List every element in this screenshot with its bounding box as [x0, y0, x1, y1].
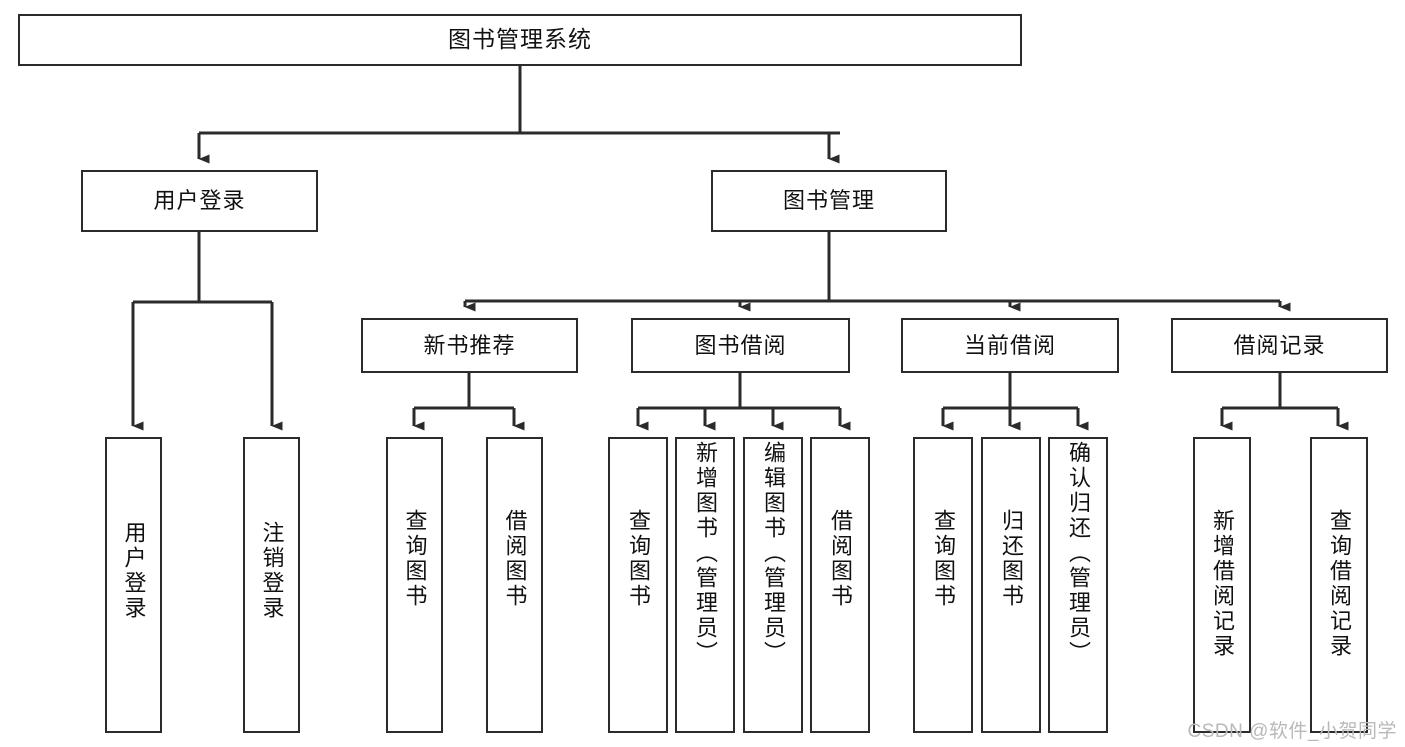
node-label: 图书借阅 [694, 332, 787, 358]
csdn-watermark: CSDN @软件_小贺同学 [1187, 721, 1397, 742]
leaf-user-login[interactable]: 用户登录 [105, 437, 162, 733]
leaf-borrow-book[interactable]: 借阅图书 [810, 437, 870, 733]
node-book-borrow[interactable]: 图书借阅 [631, 318, 850, 373]
node-label: 当前借阅 [963, 332, 1056, 358]
node-label: 查询图书 [402, 509, 428, 609]
node-label: 归还图书 [999, 509, 1024, 609]
leaf-borrow-book-recommend[interactable]: 借阅图书 [486, 437, 543, 733]
leaf-query-borrow-record[interactable]: 查询借阅记录 [1310, 437, 1368, 733]
node-current-borrow[interactable]: 当前借阅 [901, 318, 1119, 373]
node-book-management[interactable]: 图书管理 [711, 170, 947, 232]
leaf-confirm-return-admin[interactable]: 确认归还（管理员） [1048, 437, 1108, 733]
leaf-add-book-admin[interactable]: 新增图书（管理员） [675, 437, 735, 733]
node-label: 新增图书（管理员） [693, 441, 718, 666]
node-label: 图书管理 [782, 188, 875, 214]
node-label: 确认归还（管理员） [1066, 441, 1091, 666]
leaf-return-book[interactable]: 归还图书 [981, 437, 1041, 733]
leaf-edit-book-admin[interactable]: 编辑图书（管理员） [743, 437, 803, 733]
node-label: 查询借阅记录 [1327, 509, 1352, 659]
node-label: 借阅记录 [1233, 332, 1326, 358]
leaf-query-book-current[interactable]: 查询图书 [913, 437, 973, 733]
node-label: 编辑图书（管理员） [761, 441, 786, 666]
leaf-add-borrow-record[interactable]: 新增借阅记录 [1193, 437, 1251, 733]
node-label: 借阅图书 [502, 509, 528, 609]
node-label: 查询图书 [931, 509, 956, 609]
node-label: 查询图书 [626, 509, 651, 609]
node-label: 借阅图书 [828, 509, 853, 609]
node-label: 图书管理系统 [448, 26, 592, 53]
node-label: 新书推荐 [423, 332, 516, 358]
leaf-query-book-recommend[interactable]: 查询图书 [386, 437, 443, 733]
node-label: 用户登录 [153, 188, 246, 214]
node-label: 新增借阅记录 [1210, 509, 1235, 659]
node-label: 用户登录 [121, 521, 147, 621]
node-label: 注销登录 [259, 521, 285, 621]
node-new-book-recommend[interactable]: 新书推荐 [361, 318, 578, 373]
leaf-query-book-borrow[interactable]: 查询图书 [608, 437, 668, 733]
node-root-book-management-system[interactable]: 图书管理系统 [18, 14, 1022, 66]
node-user-login[interactable]: 用户登录 [81, 170, 318, 232]
leaf-logout[interactable]: 注销登录 [243, 437, 300, 733]
node-borrow-record[interactable]: 借阅记录 [1171, 318, 1388, 373]
